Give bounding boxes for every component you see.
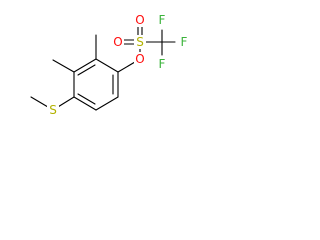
atom-label-s-sulfonyl: S (136, 35, 144, 49)
methyl-bond-left (52, 59, 75, 73)
molecule-structure: O S O O F F F S (30, 13, 190, 117)
ring-bond-c1-c2 (95, 58, 119, 73)
atom-label-f-top: F (159, 13, 166, 27)
atom-f-top: F (156, 13, 168, 27)
atom-label-s-thioether: S (49, 103, 57, 117)
atom-o-sulfonyl-left: O (112, 35, 124, 49)
atom-label-o-ester: O (135, 52, 144, 66)
atom-label-o-sulfonyl-top: O (135, 13, 144, 27)
atom-label-f-bottom: F (159, 57, 166, 71)
atom-o-ester: O (134, 52, 146, 66)
benzene-ring (73, 58, 119, 111)
atom-o-sulfonyl-top: O (134, 13, 146, 27)
ring-bond-c5-c6 (95, 96, 119, 111)
atom-f-bottom: F (156, 57, 168, 71)
ring-bond-c2-c3 (73, 58, 97, 73)
ring-bond-c4-c5-inner (77, 93, 96, 105)
ring-bond-c2-c3-inner (77, 64, 96, 76)
atom-f-right: F (178, 35, 190, 49)
atom-s-thioether: S (47, 103, 59, 117)
ring-bond-c4-c5 (73, 96, 97, 111)
atom-s-sulfonyl: S (134, 35, 146, 49)
atom-label-o-sulfonyl-left: O (113, 35, 122, 49)
atom-label-f-right: F (181, 35, 188, 49)
